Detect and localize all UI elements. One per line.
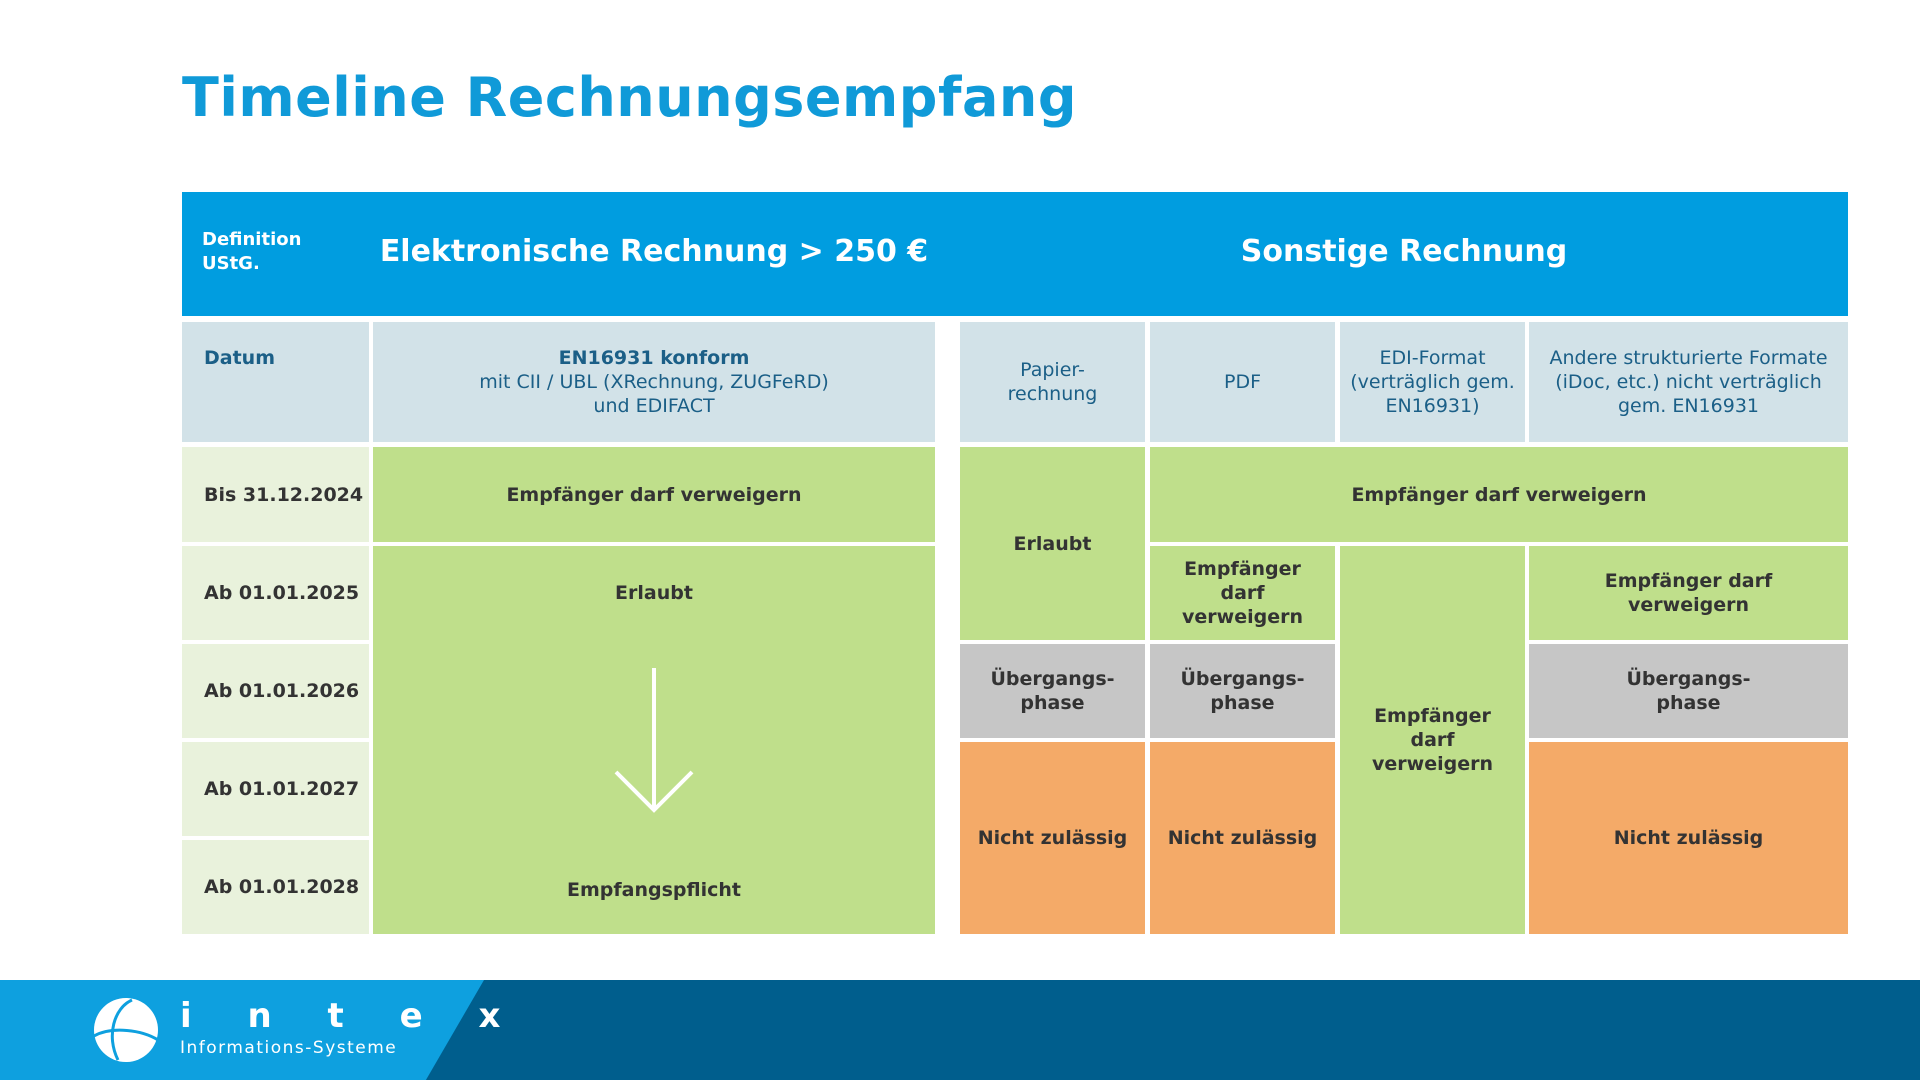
page-title: Timeline Rechnungsempfang (182, 66, 1077, 129)
paper-allowed-cell: Erlaubt (960, 447, 1145, 640)
en16931-line1: mit CII / UBL (XRechnung, ZUGFeRD) (479, 371, 829, 393)
paper-column-header: Papier- rechnung (960, 322, 1145, 442)
date-row-2024: Bis 31.12.2024 (182, 447, 369, 542)
definition-label: Definition UStG. (202, 229, 302, 274)
other-formats-transition-cell: Übergangs- phase (1529, 644, 1848, 738)
header-bar (182, 192, 1848, 316)
en-obligation-label: Empfangspflicht (567, 879, 741, 901)
date-row-2026: Ab 01.01.2026 (182, 644, 369, 738)
other-2024-cell: Empfänger darf verweigern (1150, 447, 1848, 542)
electronic-invoice-heading: Elektronische Rechnung > 250 € (379, 234, 929, 269)
date-row-2028: Ab 01.01.2028 (182, 840, 369, 934)
paper-transition-cell: Übergangs- phase (960, 644, 1145, 738)
en16931-title: EN16931 konform (558, 347, 750, 369)
other-formats-column-header: Andere strukturierte Formate (iDoc, etc.… (1529, 322, 1848, 442)
date-column-header: Datum (182, 322, 369, 442)
logo-wordmark: i n t e x (180, 996, 523, 1036)
other-invoice-heading: Sonstige Rechnung (1240, 234, 1568, 269)
en-2024-cell: Empfänger darf verweigern (373, 447, 935, 542)
arrow-down-icon (614, 668, 694, 813)
intex-globe-logo-icon (93, 998, 159, 1062)
date-row-2025: Ab 01.01.2025 (182, 546, 369, 640)
other-formats-not-allowed-cell: Nicht zulässig (1529, 742, 1848, 934)
pdf-not-allowed-cell: Nicht zulässig (1150, 742, 1335, 934)
en16931-column-header: EN16931 konform mit CII / UBL (XRechnung… (373, 322, 935, 442)
pdf-transition-cell: Übergangs- phase (1150, 644, 1335, 738)
paper-not-allowed-cell: Nicht zulässig (960, 742, 1145, 934)
en-allowed-label: Erlaubt (615, 582, 693, 604)
pdf-column-header: PDF (1150, 322, 1335, 442)
pdf-2025-cell: Empfänger darf verweigern (1150, 546, 1335, 640)
en16931-line2: und EDIFACT (593, 395, 715, 417)
other-formats-2025-cell: Empfänger darf verweigern (1529, 546, 1848, 640)
logo-tagline: Informations-Systeme (180, 1038, 398, 1058)
date-row-2027: Ab 01.01.2027 (182, 742, 369, 836)
edi-column-header: EDI-Format (verträglich gem. EN16931) (1340, 322, 1525, 442)
edi-2025-2028-cell: Empfänger darf verweigern (1340, 546, 1525, 934)
en-2025-2028-cell: Erlaubt Empfangspflicht (373, 546, 935, 934)
footer-logo-panel (0, 980, 484, 1080)
